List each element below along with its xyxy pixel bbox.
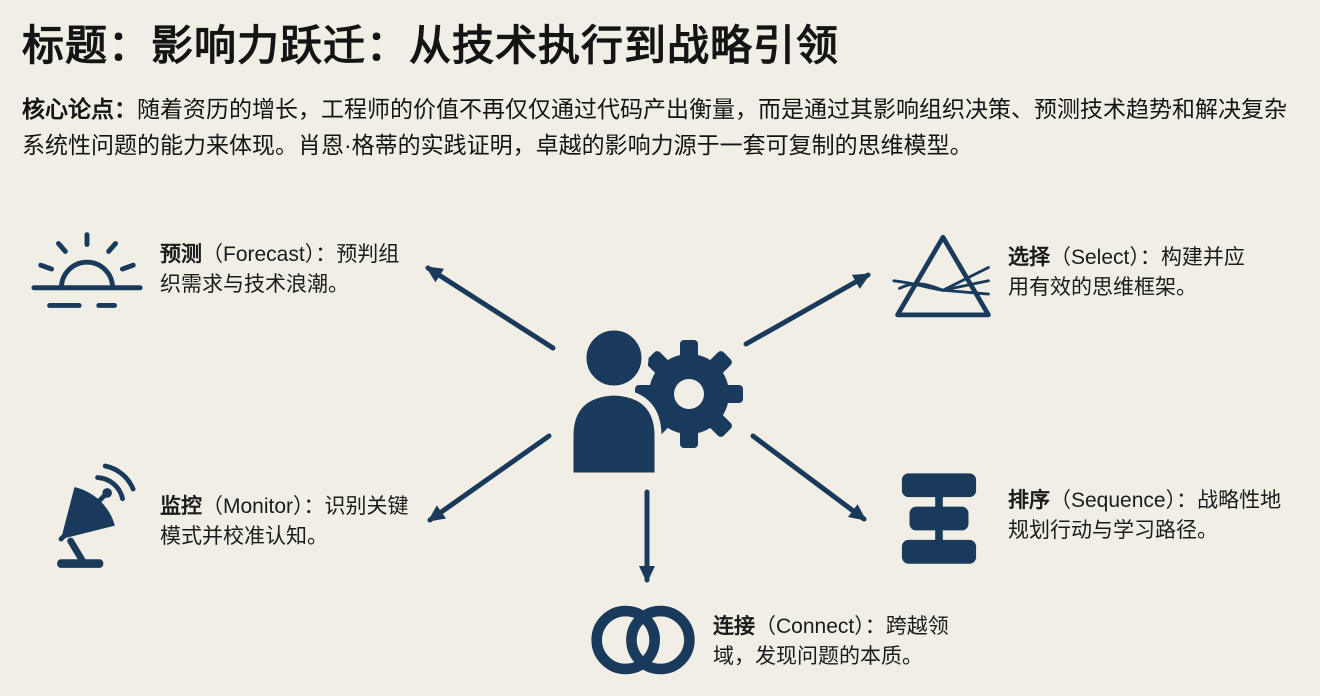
node-monitor-label: 监控（Monitor）：识别关键模式并校准认知。	[160, 492, 412, 553]
monitor-suffix: （Monitor）：	[202, 495, 325, 518]
node-sequence-iconbox	[900, 470, 978, 568]
node-select-label: 选择（Select）：构建并应用有效的思维框架。	[1008, 243, 1260, 304]
arrow-to-sequence	[750, 433, 867, 522]
connect-term: 连接	[713, 615, 755, 638]
monitor-term: 监控	[160, 495, 202, 518]
prism-select-icon	[892, 234, 991, 318]
page-title: 标题：影响力跃迁：从技术执行到战略引领	[22, 22, 840, 69]
arrow-to-monitor	[427, 433, 552, 523]
core-thesis: 核心论点：随着资历的增长，工程师的价值不再仅仅通过代码产出衡量，而是通过其影响组…	[22, 92, 1304, 163]
forecast-desc: 预判组织需求与技术浪潮。	[160, 243, 400, 297]
connect-desc: 跨越领域，发现问题的本质。	[713, 615, 949, 669]
select-desc: 构建并应用有效的思维框架。	[1008, 246, 1245, 300]
center-figure	[556, 318, 746, 476]
node-sequence-label: 排序（Sequence）：战略性地规划行动与学习路径。	[1008, 486, 1284, 547]
node-monitor-iconbox	[36, 460, 136, 572]
satellite-monitor-icon	[57, 463, 136, 568]
arrow-to-forecast	[425, 265, 556, 351]
person-gear-icon	[566, 323, 743, 476]
sequence-term: 排序	[1008, 489, 1050, 512]
node-connect-iconbox	[588, 602, 700, 678]
sequence-desc: 战略性地规划行动与学习路径。	[1008, 489, 1282, 543]
sunrise-forecast-icon	[31, 232, 143, 308]
connect-suffix: （Connect）：	[755, 615, 886, 638]
sequence-suffix: （Sequence）：	[1050, 489, 1198, 512]
forecast-suffix: （Forecast）：	[202, 243, 337, 266]
node-forecast-label: 预测（Forecast）：预判组织需求与技术浪潮。	[160, 240, 412, 301]
rings-connect-icon	[591, 605, 695, 675]
node-select-iconbox	[890, 230, 996, 324]
monitor-desc: 识别关键模式并校准认知。	[160, 495, 409, 549]
forecast-term: 预测	[160, 243, 202, 266]
node-connect-label: 连接（Connect）：跨越领域，发现问题的本质。	[713, 612, 975, 673]
core-thesis-label: 核心论点：	[22, 96, 137, 122]
stack-sequence-icon	[901, 473, 977, 564]
select-suffix: （Select）：	[1050, 246, 1161, 269]
core-thesis-text: 随着资历的增长，工程师的价值不再仅仅通过代码产出衡量，而是通过其影响组织决策、预…	[22, 96, 1287, 158]
arrow-to-select	[743, 272, 871, 347]
node-forecast-iconbox	[28, 228, 146, 320]
select-term: 选择	[1008, 246, 1050, 269]
